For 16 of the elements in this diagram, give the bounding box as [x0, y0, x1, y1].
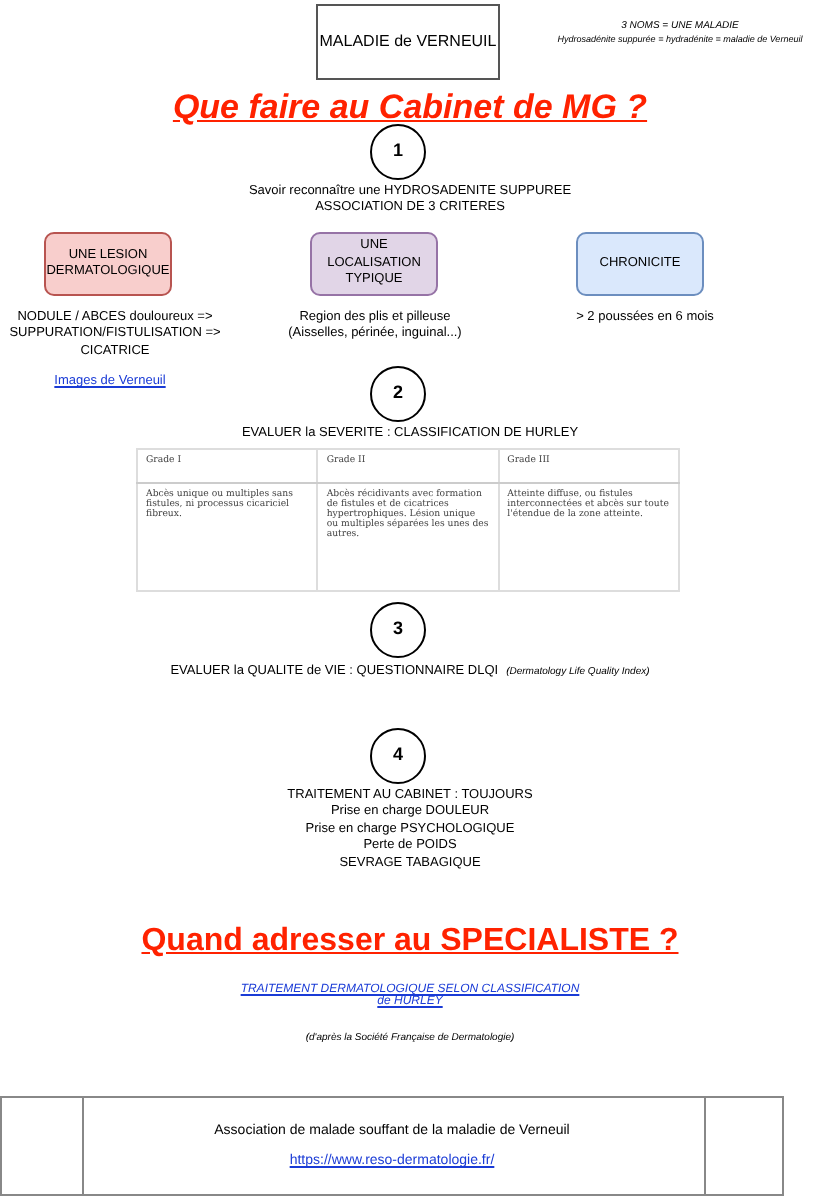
step-circle	[370, 602, 426, 658]
step-circle	[370, 124, 426, 180]
heading: Que faire au Cabinet de MG ?	[170, 88, 650, 128]
criterion-box	[576, 232, 704, 296]
node-text: 4	[392, 744, 403, 768]
node-text: MALADIE de VERNEUIL	[319, 31, 497, 53]
step-circle	[370, 728, 426, 784]
step-circle	[370, 366, 426, 422]
heading: Quand adresser au SPECIALISTE ?	[139, 924, 681, 960]
footer-box	[0, 1096, 784, 1196]
node-text: 3	[392, 618, 403, 642]
node-text: 1	[392, 140, 403, 164]
title-box	[316, 4, 500, 80]
criterion-box	[44, 232, 172, 296]
criterion-box	[310, 232, 438, 296]
node-text: 2	[392, 382, 403, 406]
